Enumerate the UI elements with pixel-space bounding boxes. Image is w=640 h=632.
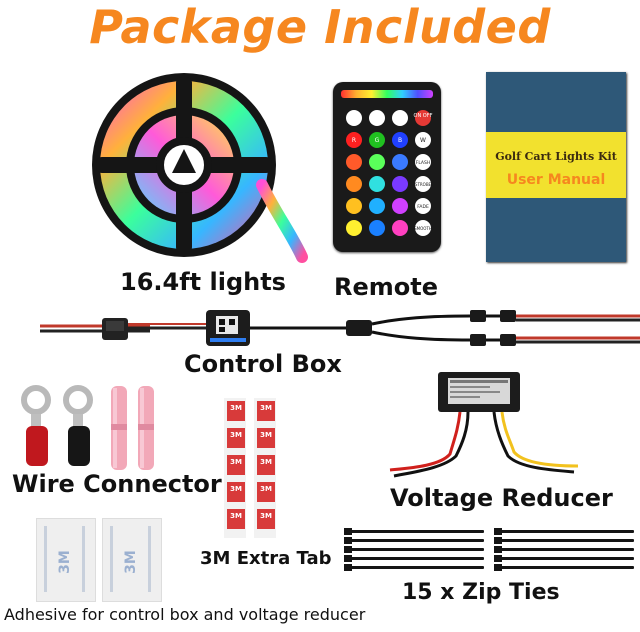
lights-label: 16.4ft lights bbox=[120, 268, 286, 296]
led-reel-icon bbox=[92, 73, 308, 263]
remote-fade-label: FADE bbox=[417, 204, 429, 210]
tab-text: 3M bbox=[260, 404, 272, 412]
tab-text: 3M bbox=[260, 512, 272, 520]
zip-ties-label: 15 x Zip Ties bbox=[402, 580, 560, 605]
tab-text: 3M bbox=[260, 485, 272, 493]
user-manual: Golf Cart Lights Kit User Manual bbox=[486, 72, 626, 262]
adhesive-label: Adhesive for control box and voltage red… bbox=[4, 605, 366, 624]
remote-strobe-label: STROBE bbox=[415, 182, 432, 187]
voltage-reducer-icon bbox=[389, 372, 579, 478]
control-box-icon bbox=[40, 310, 640, 346]
pad-text: 3M bbox=[57, 550, 73, 574]
manual-kit-title: Golf Cart Lights Kit bbox=[495, 150, 617, 163]
remote-smooth-label: SMOOTH bbox=[414, 226, 432, 231]
tab-text: 3M bbox=[230, 404, 242, 412]
tab-text: 3M bbox=[230, 431, 242, 439]
tab-text: 3M bbox=[230, 512, 242, 520]
tab-text: 3M bbox=[260, 431, 272, 439]
page-title: Package Included bbox=[89, 0, 551, 54]
extra-tab-icons: 3M 3M 3M 3M 3M 3M 3M 3M 3M 3M bbox=[227, 401, 275, 529]
remote-w-label: W bbox=[420, 137, 426, 144]
extra-tab-label: 3M Extra Tab bbox=[200, 548, 332, 569]
wire-connector-icon bbox=[21, 385, 154, 470]
remote-r-label: R bbox=[352, 137, 356, 144]
pad-text: 3M bbox=[123, 550, 139, 574]
remote-g-label: G bbox=[375, 137, 380, 144]
tab-text: 3M bbox=[260, 458, 272, 466]
manual-title: User Manual bbox=[506, 172, 606, 188]
adhesive-pad-icons: 3M 3M bbox=[44, 526, 151, 592]
zip-ties-icon bbox=[344, 528, 634, 571]
remote-rainbow-bar bbox=[341, 90, 433, 98]
tab-text: 3M bbox=[230, 485, 242, 493]
remote-label: Remote bbox=[334, 273, 439, 301]
tab-text: 3M bbox=[230, 458, 242, 466]
remote-flash-label: FLASH bbox=[416, 160, 431, 166]
remote-on-label: ON OFF bbox=[414, 113, 433, 119]
wire-connector-label: Wire Connector bbox=[12, 470, 222, 498]
voltage-reducer-label: Voltage Reducer bbox=[390, 484, 613, 512]
remote-b-label: B bbox=[398, 137, 402, 144]
remote-buttons: ON OFF R G B W FLASH STROBE FADE SMOOTH bbox=[346, 110, 433, 236]
manual-band: Golf Cart Lights Kit User Manual bbox=[486, 132, 626, 198]
control-box-label: Control Box bbox=[184, 350, 342, 378]
